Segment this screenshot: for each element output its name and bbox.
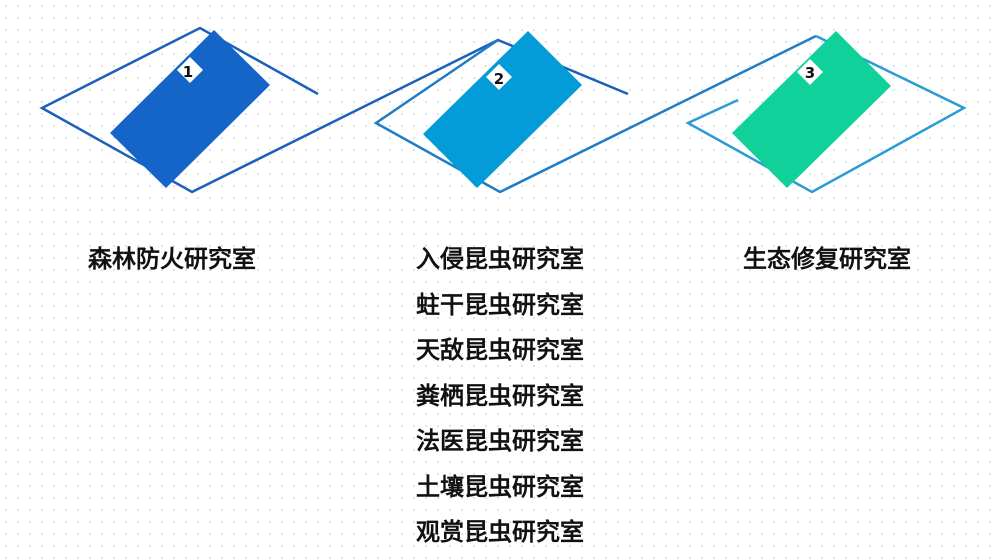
stage-2-lab-list: 入侵昆虫研究室 蛀干昆虫研究室 天敌昆虫研究室 粪栖昆虫研究室 法医昆虫研究室 … xyxy=(370,240,630,559)
stage-3-card xyxy=(732,31,891,188)
stage-2-badge xyxy=(486,64,512,90)
lab-item: 天敌昆虫研究室 xyxy=(416,336,584,364)
stage-2-outline xyxy=(373,34,817,194)
stage-3-badge xyxy=(797,59,823,85)
lab-item: 森林防火研究室 xyxy=(88,245,256,273)
stage-1-card xyxy=(110,30,270,188)
lab-item: 法医昆虫研究室 xyxy=(416,427,584,455)
stage-3-lab-list: 生态修复研究室 xyxy=(697,240,957,286)
stage-3-number: 3 xyxy=(805,64,815,82)
lab-item: 土壤昆虫研究室 xyxy=(416,472,584,501)
stage-3-graphic: 3 xyxy=(685,31,967,194)
lab-item: 粪栖昆虫研究室 xyxy=(416,381,584,410)
stage-2-graphic: 2 xyxy=(373,31,817,194)
lab-item: 观赏昆虫研究室 xyxy=(416,518,584,546)
lab-item: 生态修复研究室 xyxy=(743,245,911,273)
stage-1-badge xyxy=(177,57,203,83)
stage-1-lab-list: 森林防火研究室 xyxy=(42,240,302,286)
stage-2-number: 2 xyxy=(494,70,504,88)
lab-item: 蛀干昆虫研究室 xyxy=(416,290,584,319)
stage-1-number: 1 xyxy=(183,63,193,81)
lab-item: 入侵昆虫研究室 xyxy=(416,245,584,273)
flow-diagram: 1 2 3 xyxy=(39,26,967,194)
stage-3-outline xyxy=(685,34,967,194)
stage-2-card xyxy=(423,31,582,188)
